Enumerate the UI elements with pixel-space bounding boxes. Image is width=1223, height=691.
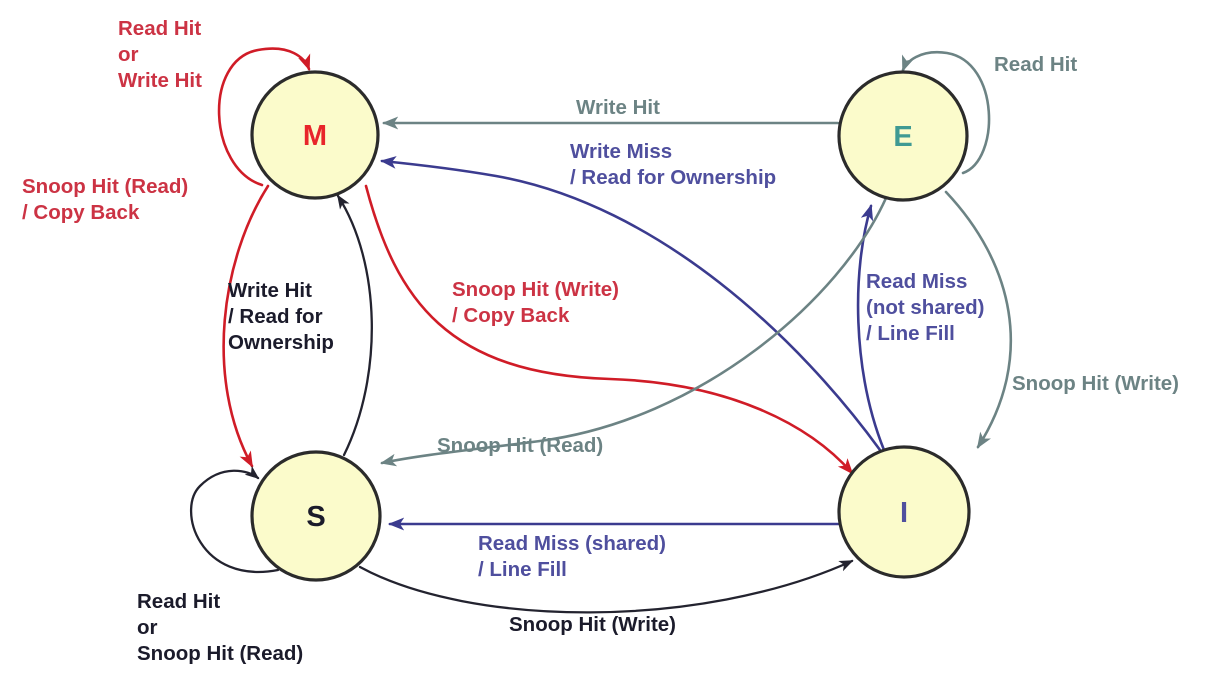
label-i-to-s: Read Miss (shared) / Line Fill xyxy=(478,532,672,581)
label-s-to-i: Snoop Hit (Write) xyxy=(509,613,676,636)
state-label-s: S xyxy=(306,501,325,533)
edge-s-to-m[interactable] xyxy=(336,194,373,457)
state-circle-i[interactable] xyxy=(837,445,971,579)
label-i-to-m: Write Miss / Read for Ownership xyxy=(570,140,776,189)
state-label-m: M xyxy=(303,120,327,152)
label-m-self: Read Hit or Write Hit xyxy=(118,17,207,92)
state-circle-m[interactable] xyxy=(250,70,380,200)
label-m-to-i: Snoop Hit (Write) / Copy Back xyxy=(452,278,625,327)
label-e-self: Read Hit xyxy=(994,53,1077,76)
edge-i-to-e[interactable] xyxy=(856,204,886,452)
label-s-to-m: Write Hit / Read for Ownership xyxy=(228,279,334,354)
edge-i-to-m[interactable] xyxy=(380,156,882,452)
state-circle-s[interactable] xyxy=(250,450,382,582)
state-node-e[interactable]: E xyxy=(837,70,969,202)
edge-m-to-s[interactable] xyxy=(222,184,270,468)
edge-s-self[interactable] xyxy=(190,465,280,574)
label-m-to-s: Snoop Hit (Read) / Copy Back xyxy=(22,175,194,224)
state-label-e: E xyxy=(893,121,912,153)
state-node-m[interactable]: M xyxy=(250,70,380,200)
edges-layer xyxy=(190,47,1013,614)
edge-e-to-i[interactable] xyxy=(944,190,1013,449)
label-e-to-s: Snoop Hit (Read) xyxy=(437,434,603,457)
label-e-to-m: Write Hit xyxy=(576,96,660,119)
label-s-self: Read Hit or Snoop Hit (Read) xyxy=(137,590,303,665)
edge-e-to-s[interactable] xyxy=(380,196,888,467)
state-label-i: I xyxy=(900,497,908,529)
edge-s-to-i[interactable] xyxy=(358,559,854,614)
edge-m-to-i[interactable] xyxy=(364,184,854,475)
nodes-layer: M E S I xyxy=(250,70,971,582)
edge-e-self[interactable] xyxy=(901,50,991,175)
edge-labels-layer: Read Hit or Write Hit Snoop Hit (Read) /… xyxy=(22,17,1179,665)
state-circle-e[interactable] xyxy=(837,70,969,202)
label-e-to-i: Snoop Hit (Write) xyxy=(1012,372,1179,395)
state-node-i[interactable]: I xyxy=(837,445,971,579)
edge-m-self[interactable] xyxy=(217,47,311,187)
label-i-to-e: Read Miss (not shared) / Line Fill xyxy=(866,270,990,345)
state-node-s[interactable]: S xyxy=(250,450,382,582)
